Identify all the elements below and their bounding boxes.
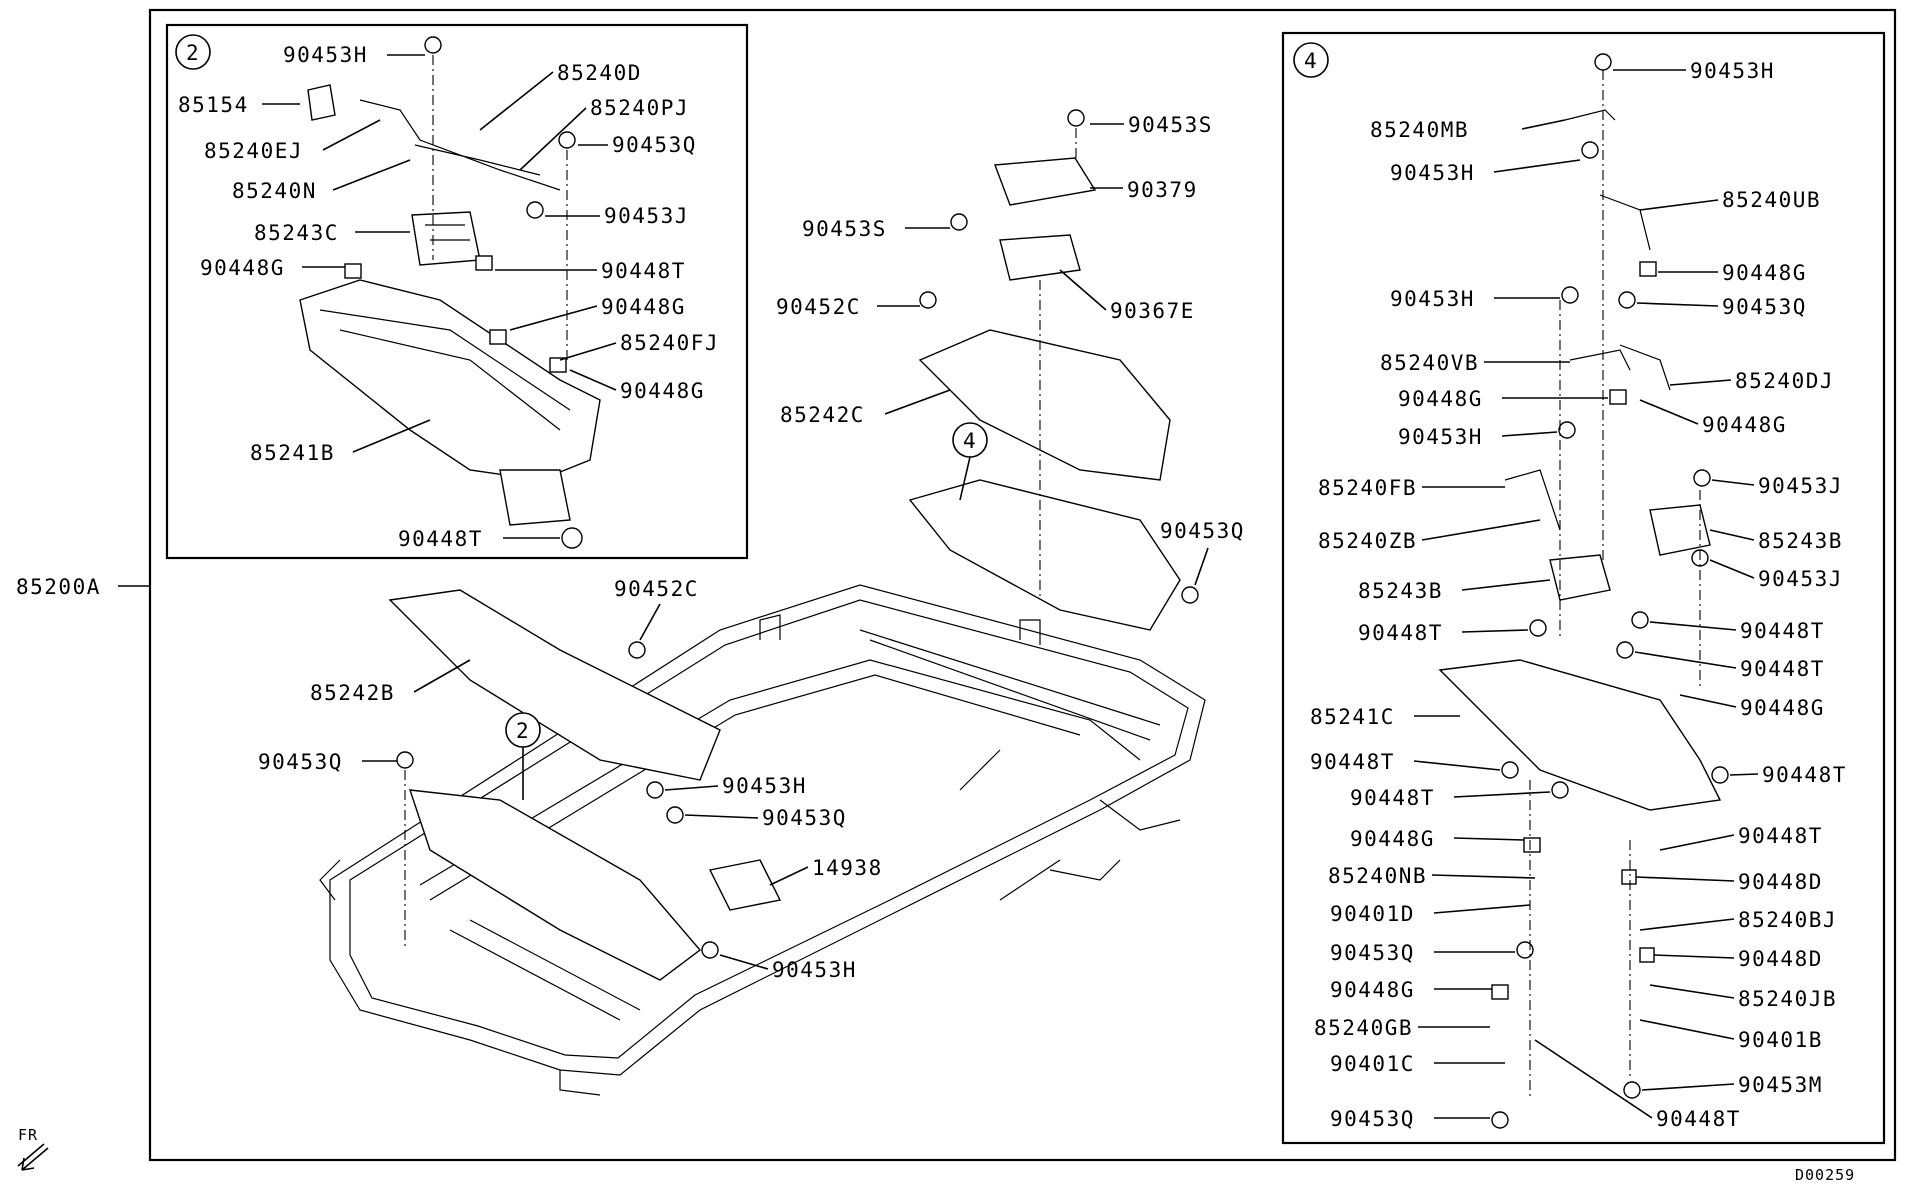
center-parts	[388, 109, 1199, 981]
center-labels: 90453S 90379 90453S 90452C 90367E 85242C…	[258, 113, 1245, 982]
part-label: 90453H	[1398, 425, 1483, 449]
part-label: 90453S	[802, 217, 887, 241]
part-label: 90448T	[1738, 824, 1823, 848]
part-label: 85240GB	[1314, 1016, 1413, 1040]
part-label: 90448D	[1738, 870, 1823, 894]
part-label: 85240NB	[1328, 864, 1427, 888]
part-label: 85240FJ	[620, 331, 719, 355]
part-label: 85240D	[557, 61, 642, 85]
part-label: 90401B	[1738, 1028, 1823, 1052]
part-label: 90448T	[1350, 786, 1435, 810]
inset-2-parts	[299, 36, 601, 549]
part-label: 85243B	[1758, 529, 1843, 553]
part-label: 90379	[1127, 178, 1198, 202]
part-label: 90448G	[1740, 696, 1825, 720]
part-label: 85243B	[1358, 579, 1443, 603]
part-label: 90448T	[398, 527, 483, 551]
inset-2-labels: 90453H 85154 85240D 85240PJ 85240EJ 9045…	[178, 43, 719, 551]
inset-4-parts	[1438, 53, 1729, 1129]
part-label: 90448T	[1740, 657, 1825, 681]
part-label: 90448G	[620, 379, 705, 403]
part-label: 90453H	[1390, 161, 1475, 185]
svg-text:4: 4	[1304, 49, 1318, 73]
part-label: 85242C	[780, 403, 865, 427]
callout-2-inset: 2	[175, 34, 211, 70]
svg-text:2: 2	[186, 41, 200, 65]
part-label: 90448G	[1722, 261, 1807, 285]
part-label: 90453S	[1128, 113, 1213, 137]
part-label: 85242B	[310, 681, 395, 705]
part-label: 90448T	[1740, 619, 1825, 643]
part-label: 90453Q	[1722, 295, 1807, 319]
part-label: 90453H	[1690, 59, 1775, 83]
part-label: 85240UB	[1722, 188, 1821, 212]
svg-text:FR: FR	[18, 1126, 38, 1144]
part-label: 90453J	[1758, 567, 1843, 591]
part-label: 90452C	[614, 577, 699, 601]
part-label: 90453Q	[612, 133, 697, 157]
part-label: 90448T	[1762, 763, 1847, 787]
part-label: 85240PJ	[590, 96, 689, 120]
chassis-frame	[319, 584, 1206, 1096]
svg-text:4: 4	[963, 429, 977, 453]
callout-4-inset: 4	[1293, 42, 1329, 78]
inset-2-box	[165, 23, 749, 560]
part-label: 90448G	[1702, 413, 1787, 437]
part-label: 90453H	[1390, 287, 1475, 311]
inset-4-labels: 90453H 85240MB 90453H 85240UB 90448G 904…	[1310, 59, 1847, 1131]
part-label: 90453H	[722, 774, 807, 798]
part-label: 90453M	[1738, 1073, 1823, 1097]
part-label: 90453J	[1758, 474, 1843, 498]
part-label: 85240VB	[1380, 351, 1479, 375]
part-label: 90401D	[1330, 902, 1415, 926]
part-label: 90453H	[283, 43, 368, 67]
part-label: 90453Q	[762, 806, 847, 830]
part-label: 90448T	[601, 259, 686, 283]
part-label: 90448D	[1738, 947, 1823, 971]
part-label: 85240FB	[1318, 476, 1417, 500]
part-label: 90448G	[1398, 387, 1483, 411]
part-label: 85240DJ	[1735, 369, 1834, 393]
part-label: 85240MB	[1370, 118, 1469, 142]
part-label: 85240N	[232, 179, 317, 203]
part-label: 90453Q	[1330, 941, 1415, 965]
part-label: 90367E	[1110, 299, 1195, 323]
part-label: 85243C	[254, 221, 339, 245]
main-frame	[148, 8, 1897, 1162]
part-label: 90448G	[1330, 978, 1415, 1002]
part-label: 90453J	[604, 204, 689, 228]
main-assembly-label: 85200A	[16, 575, 101, 599]
part-label: 85240ZB	[1318, 529, 1417, 553]
part-label: 85154	[178, 93, 249, 117]
part-label: 90448G	[200, 256, 285, 280]
part-label: 90448T	[1656, 1107, 1741, 1131]
part-label: 90448G	[601, 295, 686, 319]
part-label: 90448T	[1358, 621, 1443, 645]
part-label: 90448T	[1310, 750, 1395, 774]
part-label: 85241B	[250, 441, 335, 465]
part-label: 90453Q	[258, 750, 343, 774]
callout-2-center: 2	[505, 712, 541, 800]
part-label: 90453Q	[1160, 519, 1245, 543]
part-label: 14938	[812, 856, 883, 880]
part-label: 90452C	[776, 295, 861, 319]
part-label: 85240EJ	[204, 139, 303, 163]
part-label: 90401C	[1330, 1052, 1415, 1076]
svg-text:2: 2	[516, 719, 530, 743]
part-label: 85241C	[1310, 705, 1395, 729]
part-label: 85240JB	[1738, 987, 1837, 1011]
front-direction-indicator: FR	[17, 1126, 49, 1171]
part-label: 85240BJ	[1738, 908, 1837, 932]
inset-4-box	[1281, 31, 1886, 1145]
part-label: 90453H	[772, 958, 857, 982]
arrow-icon	[17, 1143, 49, 1171]
callout-4-center: 4	[952, 422, 988, 501]
drawing-id: D00259	[1795, 1166, 1855, 1184]
part-label: 90448G	[1350, 827, 1435, 851]
part-label: 90453Q	[1330, 1107, 1415, 1131]
